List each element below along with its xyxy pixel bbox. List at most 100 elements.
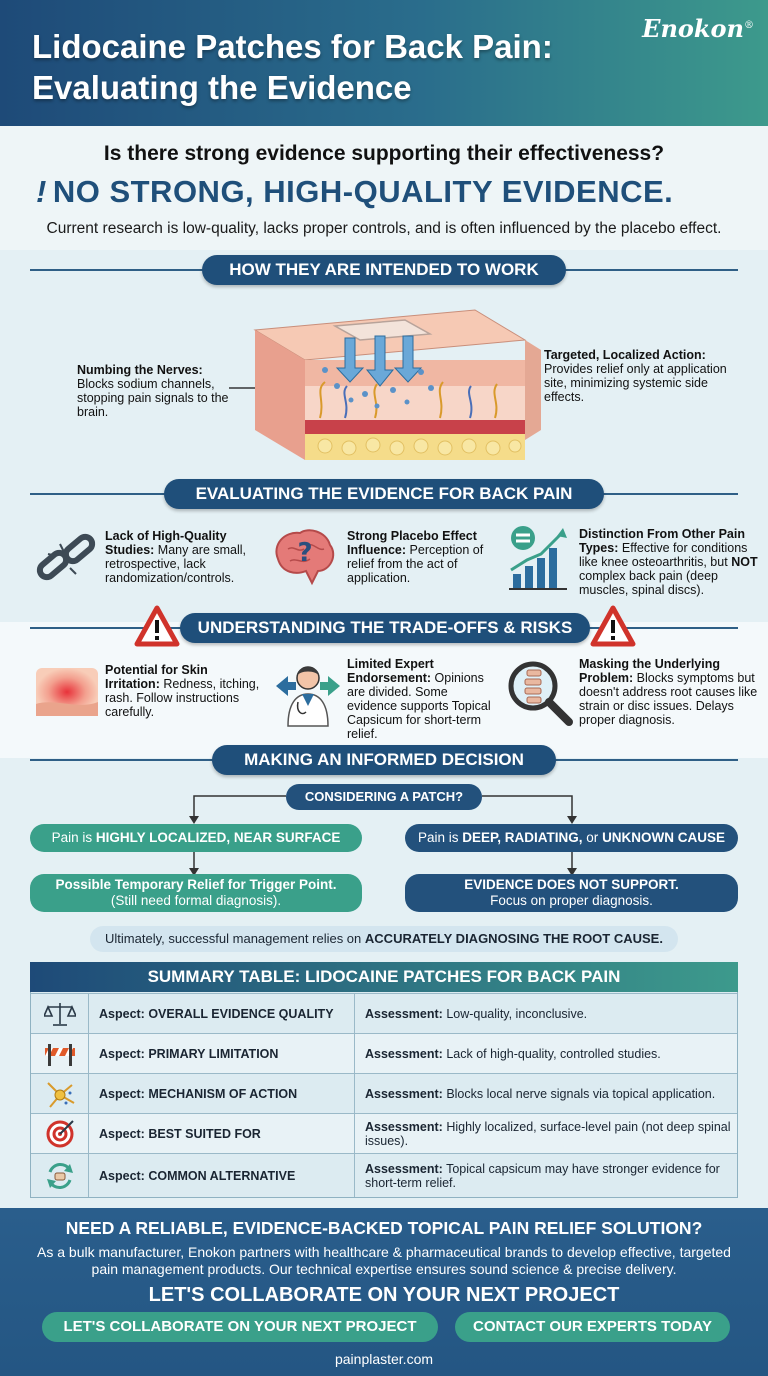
risk-item-2-body: Opinions are divided. Some evidence supp… xyxy=(347,671,491,741)
assessment-prefix: Assessment: xyxy=(365,1119,443,1134)
evidence-item-1-body: Many are small, retrospective, lack rand… xyxy=(105,543,247,585)
evidence-item-2: Strong Placebo Effect Influence: Percept… xyxy=(347,529,497,585)
nerve-icon xyxy=(46,1081,74,1108)
table-row: Aspect: MECHANISM OF ACTION Assessment: … xyxy=(31,1073,737,1113)
target-icon xyxy=(46,1119,74,1147)
assessment-prefix: Assessment: xyxy=(365,1006,443,1021)
footer-headline: NEED A RELIABLE, EVIDENCE-BACKED TOPICAL… xyxy=(65,1218,703,1238)
barrier-icon xyxy=(44,1043,75,1066)
decision-flow-arrows xyxy=(189,795,577,876)
conclusion-prefix: Ultimately, successful management relies… xyxy=(105,931,362,946)
assessment-prefix: Assessment: xyxy=(365,1161,443,1176)
risk-item-2-heading: Limited Expert Endorsement: xyxy=(347,657,434,685)
table-row-icon-cell xyxy=(31,1074,89,1113)
page-title-line2: Evaluating the Evidence xyxy=(32,69,412,106)
table-assessment-cell: Assessment: Highly localized, surface-le… xyxy=(355,1114,737,1153)
brand-name: Enokon xyxy=(642,14,744,43)
table-row-icon-cell xyxy=(31,1114,89,1153)
warning-icon xyxy=(134,605,180,647)
condition-right-mid: or xyxy=(586,830,599,845)
how-left-body: Blocks sodium channels, stopping pain si… xyxy=(77,377,229,419)
condition-right-emphasis-1: DEEP, RADIATING, xyxy=(462,830,583,845)
how-left-text: Numbing the Nerves:Blocks sodium channel… xyxy=(77,363,237,419)
table-assessment-cell: Assessment: Low-quality, inconclusive. xyxy=(355,994,737,1033)
risk-item-1: Potential for Skin Irritation: Redness, … xyxy=(105,663,265,719)
aspect-prefix: Aspect: xyxy=(99,1086,145,1101)
aspect-prefix: Aspect: xyxy=(99,1046,145,1061)
aspect-value: MECHANISM OF ACTION xyxy=(148,1086,298,1101)
assessment-value: Low-quality, inconclusive. xyxy=(446,1006,588,1021)
contact-experts-button[interactable]: CONTACT OUR EXPERTS TODAY xyxy=(455,1312,730,1342)
aspect-value: OVERALL EVIDENCE QUALITY xyxy=(148,1006,334,1021)
warning-icon xyxy=(590,605,636,647)
table-row: Aspect: COMMON ALTERNATIVE Assessment: T… xyxy=(31,1153,737,1197)
risk-item-3-heading: Masking the Underlying Problem: xyxy=(579,657,720,685)
footer-cta-heading: LET'S COLLABORATE ON YOUR NEXT PROJECT xyxy=(148,1284,620,1306)
assessment-value: Highly localized, surface-level pain (no… xyxy=(365,1119,731,1148)
evidence-item-3-body: Effective for conditions like knee osteo… xyxy=(579,541,748,569)
condition-right-emphasis-2: UNKNOWN CAUSE xyxy=(602,830,726,845)
aspect-prefix: Aspect: xyxy=(99,1126,145,1141)
website-link[interactable]: painplaster.com xyxy=(334,1351,434,1367)
table-row: Aspect: OVERALL EVIDENCE QUALITY Assessm… xyxy=(31,993,737,1033)
how-right-text: Targeted, Localized Action:Provides reli… xyxy=(544,348,734,404)
section-title-evaluating: EVALUATING THE EVIDENCE FOR BACK PAIN xyxy=(164,479,604,509)
magnifier-spine-icon xyxy=(508,661,573,726)
page-title-line1: Lidocaine Patches for Back Pain: xyxy=(32,28,553,65)
evidence-item-1-heading: Lack of High-Quality Studies: xyxy=(105,529,227,557)
intro-question: Is there strong evidence supporting thei… xyxy=(103,142,665,165)
table-assessment-cell: Assessment: Lack of high-quality, contro… xyxy=(355,1034,737,1073)
how-left-heading: Numbing the Nerves: xyxy=(77,363,203,377)
svg-text:?: ? xyxy=(297,538,312,568)
result-right-note: Focus on proper diagnosis. xyxy=(490,893,653,908)
table-assessment-cell: Assessment: Blocks local nerve signals v… xyxy=(355,1074,737,1113)
intro-answer: !NO STRONG, HIGH-QUALITY EVIDENCE. xyxy=(36,174,673,210)
assessment-value: Blocks local nerve signals via topical a… xyxy=(446,1086,716,1101)
how-right-body: Provides relief only at application site… xyxy=(544,362,727,404)
section-title-how: HOW THEY ARE INTENDED TO WORK xyxy=(202,255,566,285)
evidence-item-3-heading: Distinction From Other Pain Types: xyxy=(579,527,745,555)
table-row-icon-cell xyxy=(31,994,89,1033)
doctor-icon xyxy=(276,666,340,727)
result-right-headline: EVIDENCE DOES NOT SUPPORT. xyxy=(464,877,679,892)
section-title-risks: UNDERSTANDING THE TRADE-OFFS & RISKS xyxy=(180,613,590,643)
bar-chart-icon xyxy=(509,526,567,590)
aspect-prefix: Aspect: xyxy=(99,1006,145,1021)
aspect-value: PRIMARY LIMITATION xyxy=(148,1046,279,1061)
assessment-prefix: Assessment: xyxy=(365,1046,443,1061)
how-right-heading: Targeted, Localized Action: xyxy=(544,348,706,362)
decision-conclusion: Ultimately, successful management relies… xyxy=(90,926,678,952)
decision-result-left: Possible Temporary Relief for Trigger Po… xyxy=(30,874,362,912)
assessment-value: Topical capsicum may have stronger evide… xyxy=(365,1161,720,1190)
assessment-prefix: Assessment: xyxy=(365,1086,443,1101)
table-assessment-cell: Assessment: Topical capsicum may have st… xyxy=(355,1154,737,1197)
swap-icon xyxy=(46,1162,73,1189)
aspect-value: BEST SUITED FOR xyxy=(148,1126,261,1141)
condition-right-prefix: Pain is xyxy=(417,830,459,845)
brain-question-icon: ? xyxy=(275,529,335,586)
risks-band xyxy=(0,622,768,758)
condition-left-emphasis: HIGHLY LOCALIZED, NEAR SURFACE xyxy=(95,830,341,845)
result-left-note: (Still need formal diagnosis). xyxy=(110,893,282,908)
summary-table: Aspect: OVERALL EVIDENCE QUALITY Assessm… xyxy=(30,962,738,1198)
risk-item-1-body: Redness, itching, rash. Follow instructi… xyxy=(105,677,260,719)
table-aspect-cell: Aspect: BEST SUITED FOR xyxy=(89,1114,355,1153)
table-row-icon-cell xyxy=(31,1154,89,1197)
footer-body: As a bulk manufacturer, Enokon partners … xyxy=(37,1244,731,1277)
brand-logo[interactable]: Enokon® xyxy=(642,14,754,43)
broken-chain-icon xyxy=(36,533,96,581)
table-row: Aspect: BEST SUITED FOR Assessment: High… xyxy=(31,1113,737,1153)
collaborate-button[interactable]: LET'S COLLABORATE ON YOUR NEXT PROJECT xyxy=(42,1312,438,1342)
decision-condition-left: Pain is HIGHLY LOCALIZED, NEAR SURFACE xyxy=(30,824,362,852)
result-left-headline: Possible Temporary Relief for Trigger Po… xyxy=(55,877,337,892)
intro-subtitle: Current research is low-quality, lacks p… xyxy=(46,220,722,237)
decision-condition-right: Pain is DEEP, RADIATING, or UNKNOWN CAUS… xyxy=(405,824,738,852)
decision-result-right: EVIDENCE DOES NOT SUPPORT.Focus on prope… xyxy=(405,874,738,912)
header-banner xyxy=(0,0,768,126)
conclusion-emphasis: ACCURATELY DIAGNOSING THE ROOT CAUSE. xyxy=(364,931,663,946)
table-aspect-cell: Aspect: COMMON ALTERNATIVE xyxy=(89,1154,355,1197)
table-row-icon-cell xyxy=(31,1034,89,1073)
evidence-item-3: Distinction From Other Pain Types: Effec… xyxy=(579,527,759,597)
intro-band xyxy=(0,126,768,250)
assessment-value: Lack of high-quality, controlled studies… xyxy=(446,1046,661,1061)
